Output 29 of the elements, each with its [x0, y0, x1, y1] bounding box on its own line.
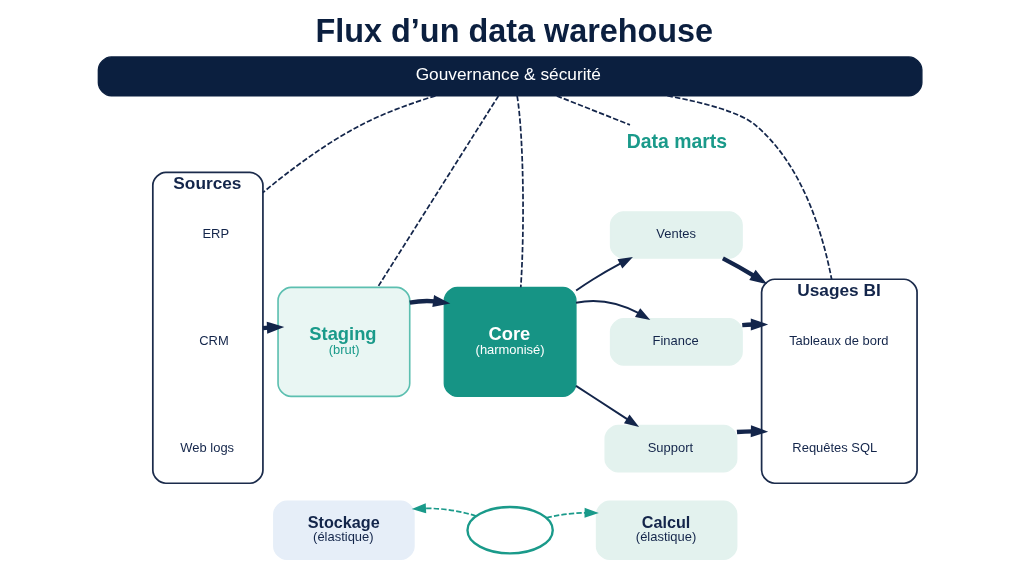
arrow	[736, 425, 769, 438]
node-box: Gouvernance & sécurité	[97, 56, 923, 97]
node-box: Calcul (élastique)	[595, 500, 738, 560]
node-box: Support	[604, 424, 738, 473]
node-text: Web logs	[180, 440, 235, 456]
node-text: Data marts	[626, 130, 727, 152]
arrow	[411, 503, 477, 517]
connector	[666, 94, 833, 281]
node-box: Staging (brut)	[277, 286, 411, 398]
node-box: Finance	[609, 318, 743, 366]
node-text: ERP	[202, 226, 230, 242]
node-cloud	[466, 505, 554, 555]
node-text: Requêtes SQL	[792, 440, 878, 456]
connector	[376, 95, 500, 289]
arrow	[575, 256, 633, 292]
arrow	[575, 384, 640, 427]
connector	[516, 95, 524, 289]
node-text: Tableaux de bord	[789, 333, 889, 349]
diagram-title: Flux d’un data warehouse	[315, 12, 714, 49]
node-box: Ventes	[609, 211, 743, 259]
arrow	[409, 295, 451, 308]
node-box: Core (harmonisé)	[443, 286, 577, 397]
node-text: CRM	[199, 333, 229, 349]
arrow	[545, 507, 599, 519]
node-box: Stockage (élastique)	[273, 500, 415, 560]
arrow	[575, 300, 651, 321]
arrow	[721, 256, 768, 285]
connector	[262, 94, 437, 194]
connector	[556, 95, 631, 126]
